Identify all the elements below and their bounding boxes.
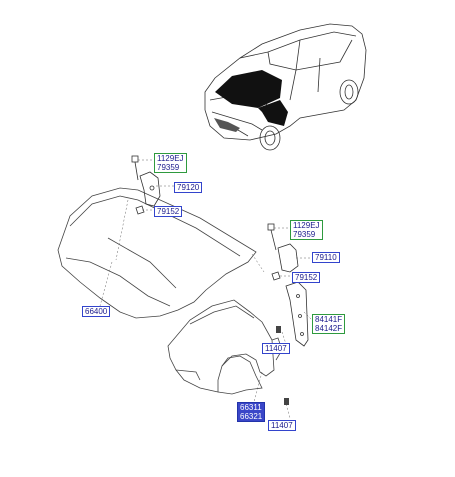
front-fender-panel [167, 299, 283, 395]
callout-line-1: 66311 [240, 403, 262, 412]
vehicle-grille [214, 118, 240, 132]
callout-line-2: 66321 [240, 412, 263, 421]
fender-bracket [285, 281, 309, 347]
callout-line-2: 79359 [157, 163, 180, 172]
callout-fender-bolt-upper[interactable]: 11407 [262, 343, 290, 354]
callout-line-2: 84142F [315, 324, 343, 333]
callout-bumper-right[interactable]: 79152 [292, 272, 321, 283]
callout-fender-bolt-lower[interactable]: 11407 [268, 420, 296, 431]
callout-line-1: 84141F [315, 315, 343, 324]
callout-line-2: 79359 [293, 230, 316, 239]
callout-hinge-bolt-right[interactable]: 1129EJ 79359 [290, 220, 323, 240]
leader-lines-right [251, 227, 313, 419]
callout-hinge-left[interactable]: 79120 [174, 182, 203, 193]
callout-hinge-bolt-left[interactable]: 1129EJ 79359 [154, 153, 187, 173]
callout-hood-panel[interactable]: 66400 [82, 306, 111, 317]
hinge-assembly-right [267, 223, 299, 281]
callout-fender-panel[interactable]: 66311 66321 [237, 402, 266, 422]
vehicle-fender-highlight [258, 100, 288, 126]
hinge-assembly-left [131, 155, 161, 215]
vehicle-hood-highlight [215, 70, 282, 108]
fender-bolts [276, 326, 289, 405]
callout-line-1: 1129EJ [157, 154, 184, 163]
callout-bumper-left[interactable]: 79152 [154, 206, 183, 217]
callout-hinge-right[interactable]: 79110 [312, 252, 340, 263]
callout-line-1: 1129EJ [293, 221, 320, 230]
callout-fender-brackets[interactable]: 84141F 84142F [312, 314, 346, 334]
leader-lines-left [99, 159, 174, 307]
hood-panel [57, 187, 257, 319]
